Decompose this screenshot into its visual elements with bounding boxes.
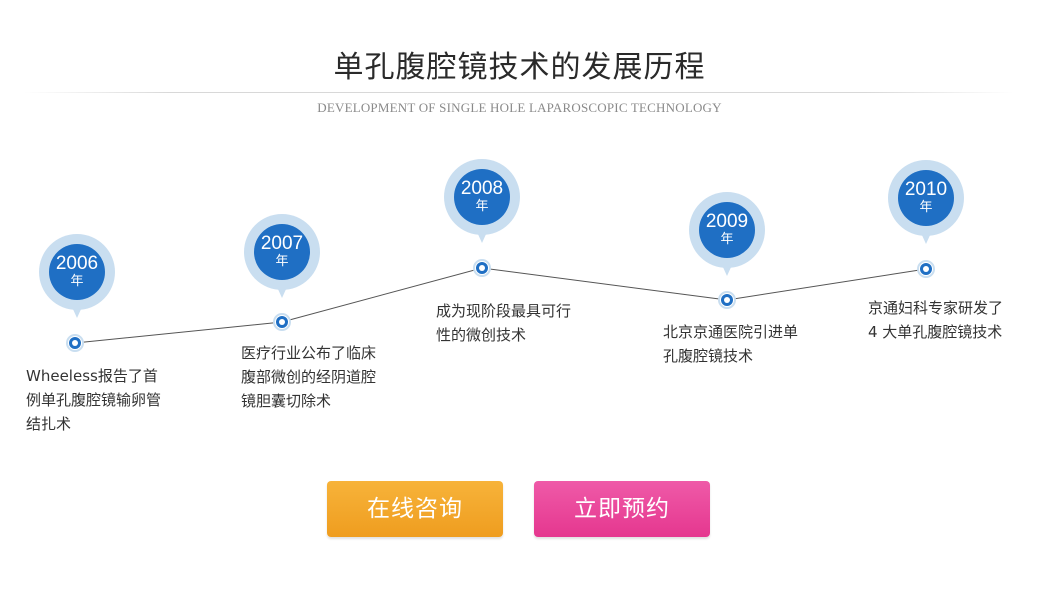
milestone-text-2010: 京通妇科专家研发了 4 大单孔腹腔镜技术 [868, 296, 1003, 344]
year-label: 2007 [260, 233, 304, 254]
timeline-node-2010 [917, 260, 935, 278]
year-label: 2008 [460, 178, 504, 199]
milestone-line: 京通妇科专家研发了 [868, 299, 1004, 317]
year-pin-2009: 2009 年 [689, 192, 765, 284]
timeline-node-2009 [718, 291, 736, 309]
year-label: 2009 [705, 211, 749, 232]
page-title: 单孔腹腔镜技术的发展历程 [333, 50, 706, 85]
milestone-line: 成为现阶段最具可行 [436, 302, 572, 320]
milestone-line: 腹部微创的经阴道腔 [241, 368, 377, 386]
year-label: 2006 [55, 253, 99, 274]
year-unit: 年 [275, 254, 289, 269]
timeline-node-2008 [473, 259, 491, 277]
page-subtitle: DEVELOPMENT OF SINGLE HOLE LAPAROSCOPIC … [317, 100, 722, 115]
milestone-text-2009: 北京京通医院引进单 孔腹腔镜技术 [663, 320, 798, 368]
milestone-text-2007: 医疗行业公布了临床 腹部微创的经阴道腔 镜胆囊切除术 [241, 341, 376, 413]
milestone-line: 北京京通医院引进单 [663, 323, 799, 341]
milestone-line: 结扎术 [26, 415, 72, 433]
milestone-line: 4 大单孔腹腔镜技术 [868, 323, 1003, 341]
milestone-line: 医疗行业公布了临床 [241, 344, 377, 362]
book-appointment-button[interactable]: 立即预约 [534, 481, 710, 537]
timeline-node-2006 [66, 334, 84, 352]
year-pin-2008: 2008 年 [444, 159, 520, 251]
milestone-line: Wheeless报告了首 [26, 367, 158, 385]
milestone-line: 性的微创技术 [436, 326, 527, 344]
timeline-node-2007 [273, 313, 291, 331]
year-unit: 年 [919, 200, 933, 215]
year-label: 2010 [904, 179, 948, 200]
milestone-text-2008: 成为现阶段最具可行 性的微创技术 [436, 299, 571, 347]
milestone-text-2006: Wheeless报告了首 例单孔腹腔镜输卵管 结扎术 [26, 364, 161, 436]
year-unit: 年 [70, 274, 84, 289]
online-consult-button[interactable]: 在线咨询 [327, 481, 503, 537]
title-divider [24, 92, 1014, 93]
milestone-line: 镜胆囊切除术 [241, 392, 332, 410]
year-unit: 年 [475, 199, 489, 214]
year-unit: 年 [720, 232, 734, 247]
year-pin-2006: 2006 年 [39, 234, 115, 326]
milestone-line: 孔腹腔镜技术 [663, 347, 754, 365]
year-pin-2007: 2007 年 [244, 214, 320, 306]
year-pin-2010: 2010 年 [888, 160, 964, 252]
milestone-line: 例单孔腹腔镜输卵管 [26, 391, 162, 409]
